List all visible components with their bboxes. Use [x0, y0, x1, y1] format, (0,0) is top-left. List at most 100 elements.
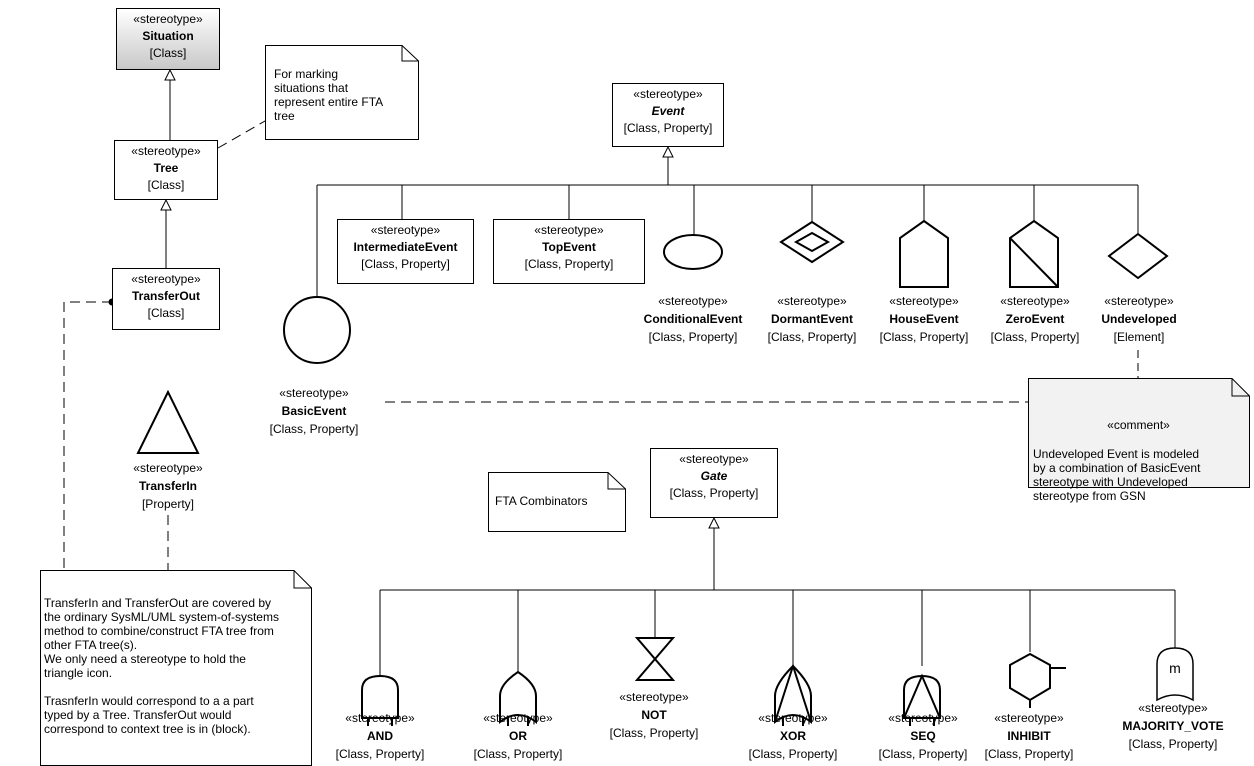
stereotype-label: «stereotype»: [619, 690, 689, 704]
note-shape: [488, 472, 626, 532]
tree-generalization-arrow: [164, 68, 176, 81]
metaclass-label: [Class, Property]: [1128, 737, 1218, 751]
metaclass-label: [Class, Property]: [648, 330, 738, 344]
and-label[interactable]: «stereotype» AND [Class, Property]: [336, 709, 425, 763]
house-icon: [899, 219, 949, 288]
element-name: ConditionalEvent: [643, 312, 743, 326]
dormantevent-label[interactable]: «stereotype» DormantEvent [Class, Proper…: [768, 292, 857, 346]
fta-combinators-note[interactable]: FTA Combinators: [488, 472, 626, 532]
stereotype-label: «stereotype»: [889, 294, 959, 308]
stereotype-label: «stereotype»: [758, 711, 828, 725]
situation-class[interactable]: «stereotype» Situation [Class]: [116, 8, 220, 70]
note-text: For marking situations that represent en…: [274, 67, 384, 123]
class-name: Situation: [142, 29, 194, 43]
metaclass-label: [Class, Property]: [878, 747, 968, 761]
stereotype-label: «stereotype»: [131, 144, 201, 158]
xor-label[interactable]: «stereotype» XOR [Class, Property]: [749, 709, 838, 763]
element-name: XOR: [779, 729, 807, 743]
metaclass-label: [Class, Property]: [990, 330, 1080, 344]
zero-house-icon: [1009, 219, 1059, 288]
stereotype-label: «stereotype»: [345, 711, 415, 725]
conditionalevent-label[interactable]: «stereotype» ConditionalEvent [Class, Pr…: [644, 292, 743, 346]
stereotype-label: «stereotype»: [994, 711, 1064, 725]
note-shape: [1028, 378, 1250, 488]
hexagon-icon: [1009, 652, 1051, 702]
comment-keyword: «comment»: [1107, 418, 1170, 432]
element-name: BasicEvent: [281, 404, 347, 418]
or-label[interactable]: «stereotype» OR [Class, Property]: [474, 709, 563, 763]
element-name: OR: [508, 729, 527, 743]
not-gate-icon: [634, 637, 676, 681]
metaclass-label: [Class, Property]: [879, 330, 969, 344]
note-text: TransferIn and TransferOut are covered b…: [44, 596, 279, 736]
stereotype-label: «stereotype»: [1104, 294, 1174, 308]
metaclass-label: [Property]: [141, 497, 195, 511]
metaclass-label: [Class, Property]: [748, 747, 838, 761]
not-label[interactable]: «stereotype» NOT [Class, Property]: [610, 688, 699, 742]
metaclass-label: [Class, Property]: [623, 121, 713, 135]
topevent-class[interactable]: «stereotype» TopEvent [Class, Property]: [493, 219, 645, 284]
stereotype-label: «stereotype»: [133, 12, 203, 26]
stereotype-label: «stereotype»: [279, 386, 349, 400]
metaclass-label: [Class, Property]: [767, 330, 857, 344]
element-name: TransferIn: [138, 479, 198, 493]
transferout-generalization-arrow: [160, 198, 172, 211]
element-name: NOT: [641, 708, 667, 722]
class-name: IntermediateEvent: [353, 240, 458, 254]
xor-gate-icon: [774, 664, 812, 725]
majority-vote-icon: [1156, 647, 1194, 702]
element-name: MAJORITY_VOTE: [1122, 719, 1224, 733]
metaclass-label: [Class, Property]: [335, 747, 425, 761]
seq-label[interactable]: «stereotype» SEQ [Class, Property]: [879, 709, 968, 763]
tree-note[interactable]: For marking situations that represent en…: [265, 45, 419, 140]
tree-class[interactable]: «stereotype» Tree [Class]: [114, 140, 218, 200]
stereotype-label: «stereotype»: [370, 223, 441, 237]
diamond-icon: [1107, 232, 1169, 280]
majority-vote-label[interactable]: «stereotype» MAJORITY_VOTE [Class, Prope…: [1122, 699, 1223, 753]
note-shape: [265, 45, 419, 140]
ellipse-icon: [663, 234, 723, 270]
stereotype-label: «stereotype»: [534, 223, 604, 237]
class-name: TopEvent: [542, 240, 596, 254]
zero-diagonal-icon: [1009, 237, 1059, 288]
or-gate-icon: [499, 670, 537, 725]
element-name: ZeroEvent: [1005, 312, 1065, 326]
note-text: FTA Combinators: [495, 494, 588, 508]
event-class[interactable]: «stereotype» Event [Class, Property]: [612, 83, 724, 147]
metaclass-label: [Class, Property]: [669, 486, 759, 500]
undeveloped-label[interactable]: «stereotype» Undeveloped [Element]: [1101, 292, 1176, 346]
undeveloped-comment[interactable]: «comment» Undeveloped Event is modeled b…: [1028, 378, 1250, 503]
note-text: Undeveloped Event is modeled by a combin…: [1033, 447, 1201, 503]
zeroevent-label[interactable]: «stereotype» ZeroEvent [Class, Property]: [991, 292, 1080, 346]
gate-class[interactable]: «stereotype» Gate [Class, Property]: [650, 448, 778, 518]
intermediateevent-class[interactable]: «stereotype» IntermediateEvent [Class, P…: [337, 219, 474, 284]
houseevent-label[interactable]: «stereotype» HouseEvent [Class, Property…: [880, 292, 969, 346]
metaclass-label: [Class, Property]: [524, 257, 614, 271]
class-name: Gate: [700, 469, 728, 483]
basicevent-label[interactable]: «stereotype» BasicEvent [Class, Property…: [270, 384, 359, 438]
gate-generalization-arrow: [708, 516, 720, 529]
class-name: TransferOut: [131, 289, 200, 303]
inner-diamond-icon: [793, 231, 831, 253]
element-name: Undeveloped: [1101, 312, 1177, 326]
transferin-label[interactable]: «stereotype» TransferIn [Property]: [133, 459, 202, 513]
tree-note-anchor: [217, 116, 273, 149]
element-name: AND: [366, 729, 393, 743]
event-generalization-arrow: [662, 145, 674, 158]
metaclass-label: [Class]: [149, 46, 187, 60]
metaclass-label: [Class]: [147, 178, 185, 192]
metaclass-label: [Class, Property]: [361, 257, 450, 271]
stereotype-label: «stereotype»: [133, 461, 203, 475]
stereotype-label: «stereotype»: [131, 272, 201, 286]
element-name: SEQ: [910, 729, 936, 743]
transfer-note[interactable]: TransferIn and TransferOut are covered b…: [40, 570, 312, 766]
transferout-class[interactable]: «stereotype» TransferOut [Class]: [112, 268, 220, 330]
inhibit-label[interactable]: «stereotype» INHIBIT [Class, Property]: [985, 709, 1074, 763]
metaclass-label: [Class, Property]: [269, 422, 359, 436]
seq-gate-inner-icon: [903, 673, 941, 719]
metaclass-label: [Element]: [1113, 330, 1165, 344]
xor-gate-inner-icon: [774, 662, 812, 723]
stereotype-label: «stereotype»: [1138, 701, 1208, 715]
metaclass-label: [Class, Property]: [473, 747, 563, 761]
